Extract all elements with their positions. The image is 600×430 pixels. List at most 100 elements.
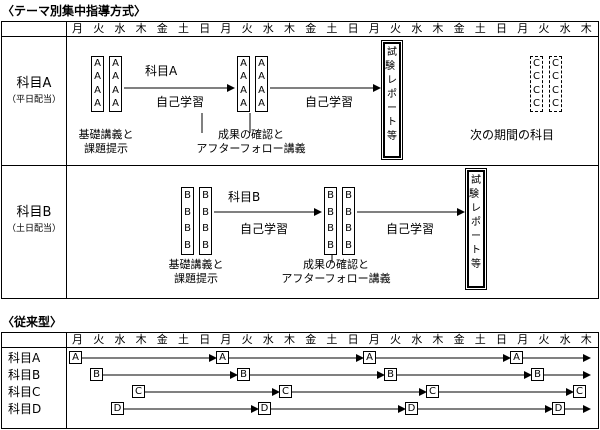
day-header-cell: 火: [390, 22, 401, 35]
label-column-divider: [66, 21, 67, 299]
conventional-lesson-box: C: [426, 385, 439, 398]
day-header-cell: 土: [326, 333, 338, 346]
day-header-cell: 木: [135, 22, 147, 35]
day-header-cell: 水: [114, 333, 126, 346]
conventional-lesson-box: D: [405, 402, 418, 415]
day-header-cell: 木: [284, 22, 295, 35]
conventional-title: 〈従来型〉: [2, 315, 63, 329]
conventional-lesson-box: A: [363, 351, 376, 364]
exam-box-b: 試験・レポート等: [465, 168, 489, 290]
conventional-lesson-box: C: [573, 385, 586, 398]
exam-box-a: 試験・レポート等: [381, 40, 405, 160]
conventional-lesson-box: A: [510, 351, 523, 364]
caption-followup-b: 成果の確認とアフターフォロー講義: [281, 258, 391, 285]
day-header-cell: 水: [559, 333, 571, 346]
conventional-lesson-box: B: [531, 368, 544, 381]
caption-followup-a: 成果の確認とアフターフォロー講義: [196, 128, 306, 155]
theme-schedule-table: [1, 21, 599, 299]
conventional-subject-name: 科目B: [8, 368, 41, 382]
day-header-cell: 金: [305, 22, 317, 35]
day-header-cell: 火: [390, 333, 401, 346]
self-study-a1: 自己学習: [156, 95, 205, 109]
day-header-cell: 月: [368, 22, 380, 35]
day-header-cell: 水: [411, 22, 423, 35]
caption-basic-lecture-a: 基礎講義と課題提示: [78, 128, 134, 155]
day-header-cell: 水: [559, 22, 571, 35]
label-column-divider-bottom: [66, 332, 67, 429]
conventional-lesson-box: B: [384, 368, 397, 381]
conventional-lesson-box: A: [216, 351, 229, 364]
day-header-cell: 火: [538, 333, 550, 346]
conventional-lesson-box: B: [90, 368, 103, 381]
day-header-cell: 水: [114, 22, 126, 35]
day-header-cell: 木: [580, 22, 592, 35]
row-sub-a: （平日配当）: [6, 95, 61, 105]
day-header-cell: 火: [241, 333, 253, 346]
day-header-cell: 月: [517, 333, 529, 346]
day-header-cell: 土: [326, 22, 338, 35]
day-header-cell: 土: [178, 22, 189, 35]
header-divider: [1, 36, 599, 37]
day-header-cell: 土: [474, 22, 486, 35]
day-header-cell: 月: [72, 333, 83, 346]
day-header-cell: 月: [72, 22, 83, 35]
conventional-subject-name: 科目C: [8, 385, 41, 399]
next-period-label: 次の期間の科目: [470, 128, 555, 142]
day-header-cell: 金: [453, 333, 465, 346]
day-header-cell: 金: [453, 22, 465, 35]
day-header-cell: 火: [93, 22, 105, 35]
day-header-cell: 火: [241, 22, 253, 35]
day-header-cell: 月: [220, 22, 232, 35]
day-header-cell: 水: [262, 333, 274, 346]
conventional-subject-name: 科目D: [8, 402, 42, 416]
day-header-cell: 木: [135, 333, 147, 346]
day-header-cell: 木: [284, 333, 295, 346]
day-header-cell: 月: [517, 22, 529, 35]
day-header-cell: 月: [220, 333, 232, 346]
caption-basic-lecture-b: 基礎講義と課題提示: [168, 258, 224, 285]
conventional-lesson-box: A: [69, 351, 82, 364]
day-header-cell: 土: [474, 333, 486, 346]
day-header-cell: 水: [411, 333, 423, 346]
header-divider-bottom: [1, 347, 599, 348]
conventional-subject-name: 科目A: [8, 351, 41, 365]
day-header-cell: 日: [199, 333, 211, 346]
subject-label-a: 科目A: [145, 64, 178, 78]
day-header-cell: 金: [156, 22, 168, 35]
day-header-cell: 木: [580, 333, 592, 346]
day-header-cell: 土: [178, 333, 189, 346]
row-divider: [1, 165, 599, 166]
day-header-cell: 日: [496, 22, 507, 35]
day-header-cell: 水: [262, 22, 274, 35]
day-header-cell: 日: [199, 22, 211, 35]
day-header-cell: 月: [368, 333, 380, 346]
row-name-a: 科目A: [16, 76, 52, 91]
day-header-cell: 木: [432, 22, 444, 35]
conventional-lesson-box: C: [132, 385, 145, 398]
day-header-cell: 日: [347, 333, 359, 346]
day-header-cell: 日: [347, 22, 359, 35]
conventional-schedule-table: [1, 332, 599, 429]
day-header-cell: 金: [156, 333, 168, 346]
row-label-b: 科目B （土日配当）: [3, 205, 65, 237]
day-header-cell: 火: [93, 333, 105, 346]
subject-label-b: 科目B: [228, 190, 261, 204]
conventional-lesson-box: D: [258, 402, 271, 415]
theme-method-title: 〈テーマ別集中指導方式〉: [2, 4, 147, 18]
conventional-lesson-box: B: [237, 368, 250, 381]
row-name-b: 科目B: [16, 205, 52, 220]
row-label-a: 科目A （平日配当）: [3, 76, 65, 108]
self-study-b2: 自己学習: [386, 222, 435, 236]
self-study-b1: 自己学習: [240, 222, 289, 236]
